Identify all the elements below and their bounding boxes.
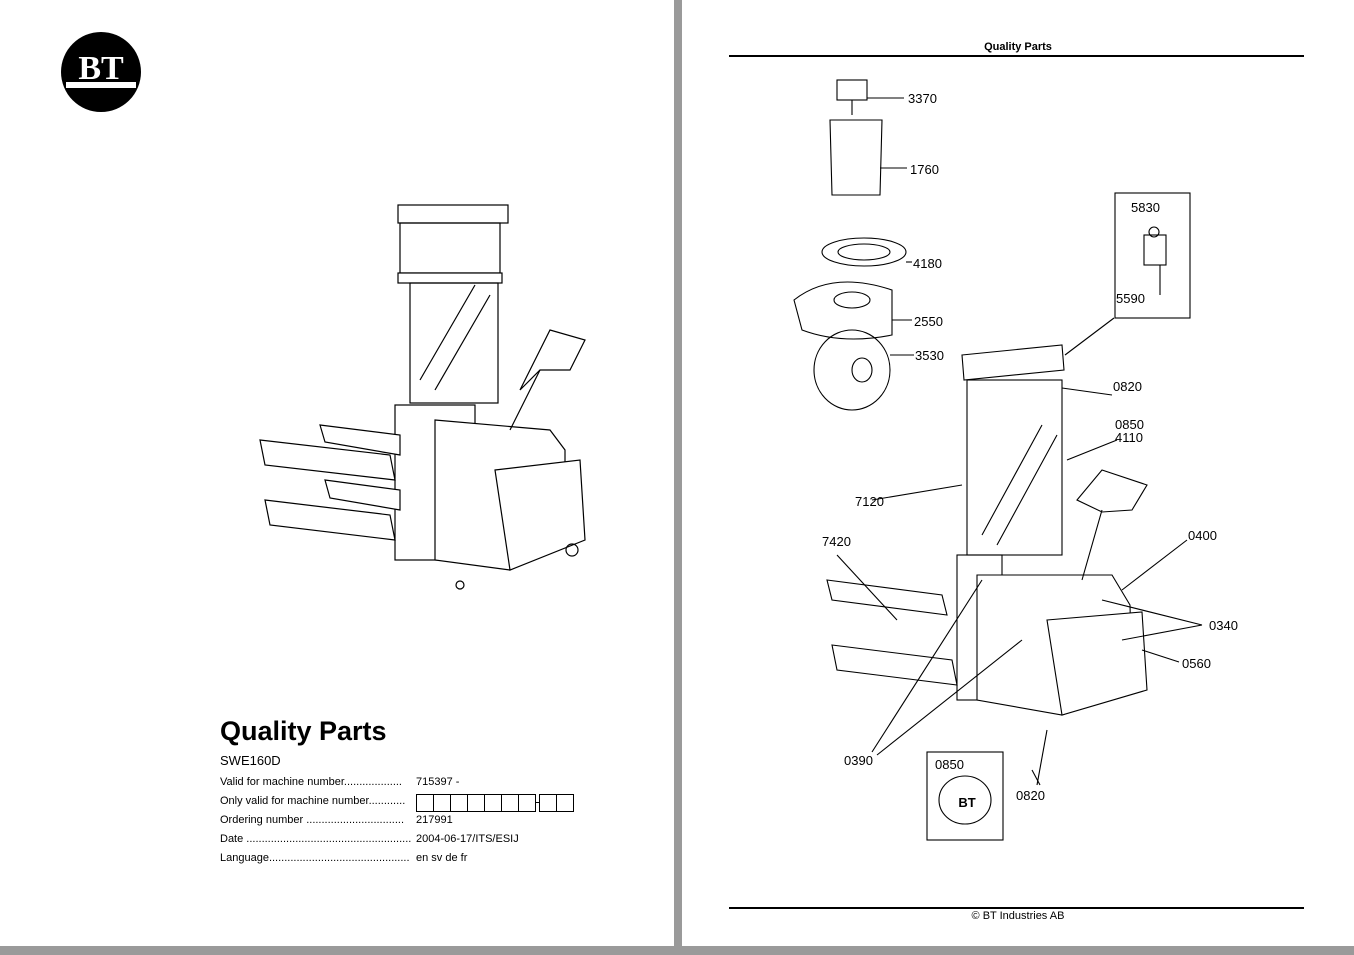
part-callout: 0820 (1113, 379, 1142, 394)
info-row-date: Date ...................................… (220, 833, 580, 852)
part-callout: 2550 (914, 314, 943, 329)
info-label: Date ...................................… (220, 833, 412, 845)
part-callout: 0390 (844, 753, 873, 768)
info-row-ordering: Ordering number ........................… (220, 814, 580, 833)
part-callout: 4180 (913, 256, 942, 271)
part-callout: 3370 (908, 91, 937, 106)
part-callout: 4110 (1115, 430, 1143, 445)
info-row-only-valid: Only valid for machine number...........… (220, 794, 580, 814)
info-label: Valid for machine number................… (220, 776, 402, 788)
cover-page: BT Quality Parts SWE160D Valid for machi… (0, 0, 674, 946)
info-value: 2004-06-17/ITS/ESIJ (416, 833, 519, 845)
part-callout: 0850 (935, 757, 964, 772)
info-label: Language................................… (220, 852, 410, 864)
page-footer: © BT Industries AB (971, 910, 1065, 922)
info-label: Only valid for machine number...........… (220, 795, 406, 807)
part-callout: BT (958, 795, 975, 810)
exploded-parts-diagram: BT 3370 1760 4180 2550 3530 5830 5590 08… (793, 79, 1238, 841)
pallet-truck-illustration (259, 204, 586, 590)
parts-page: Quality Parts (682, 0, 1354, 946)
part-callout: 3530 (915, 348, 944, 363)
part-callout: 7420 (822, 534, 851, 549)
part-callout: 5830 (1131, 200, 1160, 215)
machine-number-boxes (416, 794, 574, 812)
page-header: Quality Parts (984, 41, 1052, 53)
part-callout: 0400 (1188, 528, 1217, 543)
part-callout: 1760 (910, 162, 939, 177)
footer-rule (729, 907, 1304, 909)
part-callout: 0340 (1209, 618, 1238, 633)
part-callout: 5590 (1116, 291, 1145, 306)
info-value: 715397 - (416, 776, 460, 788)
part-callout: 0850 (1115, 417, 1144, 432)
info-row-valid: Valid for machine number................… (220, 776, 580, 795)
document-title: Quality Parts (220, 716, 387, 746)
part-callout: 7120 (855, 494, 884, 509)
info-label: Ordering number ........................… (220, 814, 405, 826)
bt-logo: BT (61, 32, 141, 112)
model-number: SWE160D (220, 753, 281, 768)
info-row-language: Language................................… (220, 852, 580, 871)
info-value: 217991 (416, 814, 453, 826)
info-value: en sv de fr (416, 852, 468, 864)
svg-text:BT: BT (78, 50, 124, 87)
info-table: Valid for machine number................… (220, 776, 580, 871)
part-callout: 0560 (1182, 656, 1211, 671)
part-callout: 0820 (1016, 788, 1045, 803)
header-rule (729, 55, 1304, 57)
